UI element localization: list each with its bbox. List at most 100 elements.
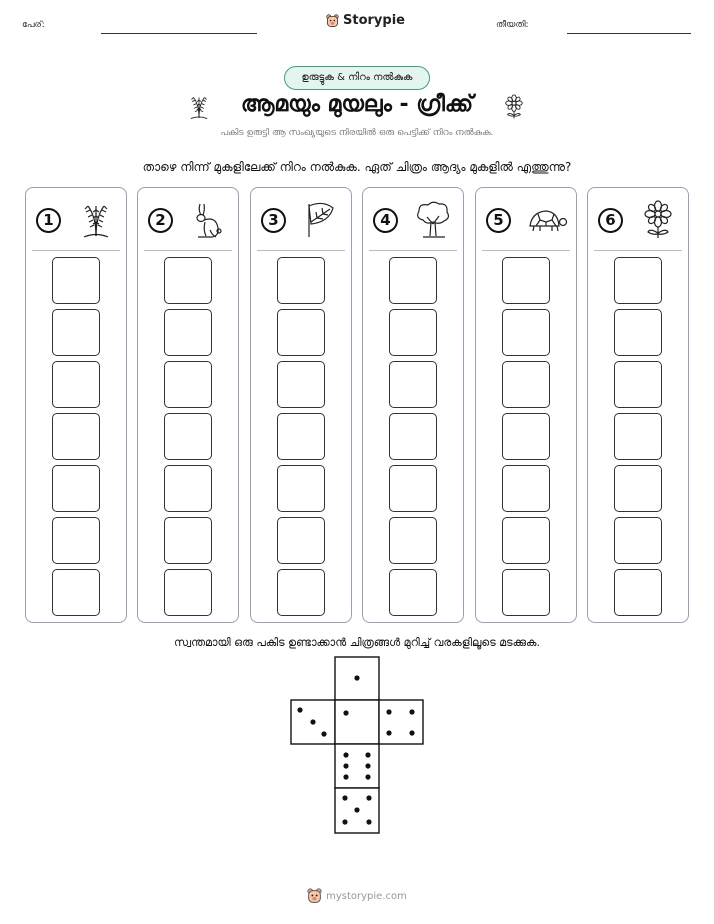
color-box[interactable] (164, 517, 212, 564)
color-box[interactable] (164, 569, 212, 616)
color-box[interactable] (277, 257, 325, 304)
color-box[interactable] (277, 413, 325, 460)
flower-icon (644, 200, 672, 238)
rabbit-icon (196, 203, 222, 238)
column-3: 3 (250, 187, 352, 623)
die-pip (342, 819, 348, 825)
column-header: 5 (484, 196, 570, 240)
column-header: 6 (596, 196, 682, 240)
die-pip (343, 763, 349, 769)
footer-url[interactable]: mystorypie.com (326, 890, 407, 902)
column-divider (594, 250, 682, 251)
color-box[interactable] (277, 361, 325, 408)
color-box[interactable] (52, 413, 100, 460)
column-divider (144, 250, 232, 251)
tree-icon (417, 201, 450, 238)
column-number: 1 (36, 208, 61, 233)
die-pip (366, 795, 372, 801)
die-pip (354, 675, 360, 681)
fern-icon (83, 205, 109, 238)
column-header: 2 (146, 196, 232, 240)
column-header: 4 (371, 196, 457, 240)
column-6: 6 (587, 187, 689, 623)
die-pip (354, 807, 360, 813)
die-pip (343, 710, 349, 716)
column-divider (32, 250, 120, 251)
color-box[interactable] (389, 257, 437, 304)
footer: mystorypie.com (0, 888, 714, 904)
color-box[interactable] (502, 413, 550, 460)
brand-name: Storypie (343, 13, 405, 28)
color-box[interactable] (52, 465, 100, 512)
column-divider (257, 250, 345, 251)
die-face-right (378, 699, 424, 745)
die-face-lower (334, 743, 380, 789)
color-box[interactable] (614, 465, 662, 512)
die-face-top (334, 656, 380, 701)
color-box[interactable] (389, 569, 437, 616)
die-pip (343, 752, 349, 758)
color-box[interactable] (277, 517, 325, 564)
color-box[interactable] (164, 465, 212, 512)
color-box[interactable] (614, 517, 662, 564)
instruction-text: താഴെ നിന്ന് മുകളിലേക്ക് നിറം നൽകുക. ഏത് … (142, 160, 572, 174)
color-box[interactable] (164, 413, 212, 460)
column-5: 5 (475, 187, 577, 623)
die-pip (343, 774, 349, 780)
color-box[interactable] (164, 257, 212, 304)
date-label: തീയതി: (496, 20, 529, 30)
color-box[interactable] (614, 361, 662, 408)
die-pip (365, 763, 371, 769)
color-box[interactable] (277, 465, 325, 512)
color-box[interactable] (52, 361, 100, 408)
die-face-center (334, 699, 380, 745)
column-header: 3 (259, 196, 345, 240)
color-box[interactable] (614, 569, 662, 616)
die-pip (386, 730, 392, 736)
die-pip (366, 819, 372, 825)
color-box[interactable] (277, 309, 325, 356)
die-face-bottom (334, 787, 380, 834)
die-pip (310, 719, 316, 725)
color-box[interactable] (389, 517, 437, 564)
turtle-icon (529, 210, 568, 232)
fern-icon (190, 97, 208, 120)
color-box[interactable] (502, 309, 550, 356)
color-box[interactable] (502, 257, 550, 304)
color-box[interactable] (502, 361, 550, 408)
color-box[interactable] (164, 309, 212, 356)
color-box[interactable] (52, 257, 100, 304)
storypie-bear-icon (326, 13, 339, 27)
column-number: 5 (486, 208, 511, 233)
date-line[interactable] (567, 33, 691, 34)
column-4: 4 (362, 187, 464, 623)
color-box[interactable] (614, 257, 662, 304)
color-box[interactable] (614, 309, 662, 356)
brand-logo: Storypie (326, 13, 405, 28)
column-divider (482, 250, 570, 251)
color-box[interactable] (389, 309, 437, 356)
die-face-left (290, 699, 336, 745)
cut-instruction: സ്വന്തമായി ഒരു പകിട ഉണ്ടാക്കാൻ ചിത്രങ്ങൾ… (174, 636, 540, 649)
column-number: 6 (598, 208, 623, 233)
color-box[interactable] (389, 361, 437, 408)
color-box[interactable] (52, 569, 100, 616)
color-box[interactable] (389, 465, 437, 512)
color-box[interactable] (52, 517, 100, 564)
column-2: 2 (137, 187, 239, 623)
column-1: 1 (25, 187, 127, 623)
die-pip (365, 774, 371, 780)
die-pip (365, 752, 371, 758)
name-line[interactable] (101, 33, 257, 34)
color-box[interactable] (52, 309, 100, 356)
color-box[interactable] (502, 465, 550, 512)
color-box[interactable] (164, 361, 212, 408)
color-box[interactable] (389, 413, 437, 460)
column-divider (369, 250, 457, 251)
color-box[interactable] (502, 569, 550, 616)
color-box[interactable] (614, 413, 662, 460)
storypie-bear-icon (307, 888, 322, 903)
color-box[interactable] (277, 569, 325, 616)
color-box[interactable] (502, 517, 550, 564)
die-pip (386, 709, 392, 715)
